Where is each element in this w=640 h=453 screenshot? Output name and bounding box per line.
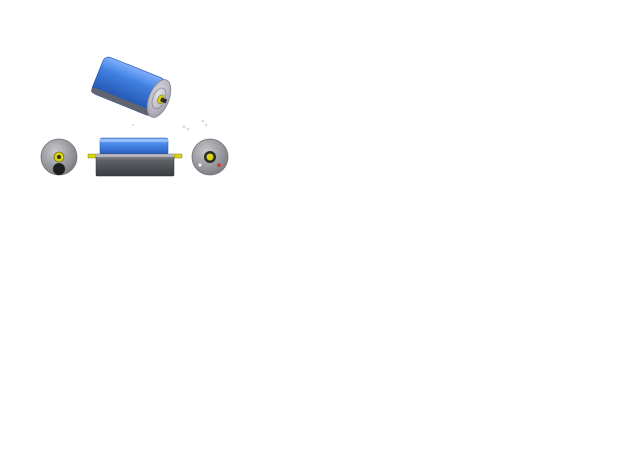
shaft-center-right — [206, 153, 214, 161]
right-end-view — [191, 138, 229, 176]
front-view — [87, 137, 183, 177]
support-foot — [53, 163, 65, 175]
base-top-edge — [96, 154, 174, 157]
shaft-left — [87, 153, 98, 159]
marker-dot — [217, 163, 221, 167]
roller-band — [91, 87, 153, 117]
shaft-stub — [160, 97, 168, 104]
roller-highlight — [100, 139, 168, 142]
white-dot — [198, 163, 202, 167]
shaft-core — [57, 155, 61, 159]
isometric-view — [91, 56, 208, 131]
left-end-view — [40, 138, 78, 176]
isometric-faint-marks — [132, 119, 208, 131]
shaft-right — [172, 153, 183, 159]
base-frame — [95, 153, 175, 177]
